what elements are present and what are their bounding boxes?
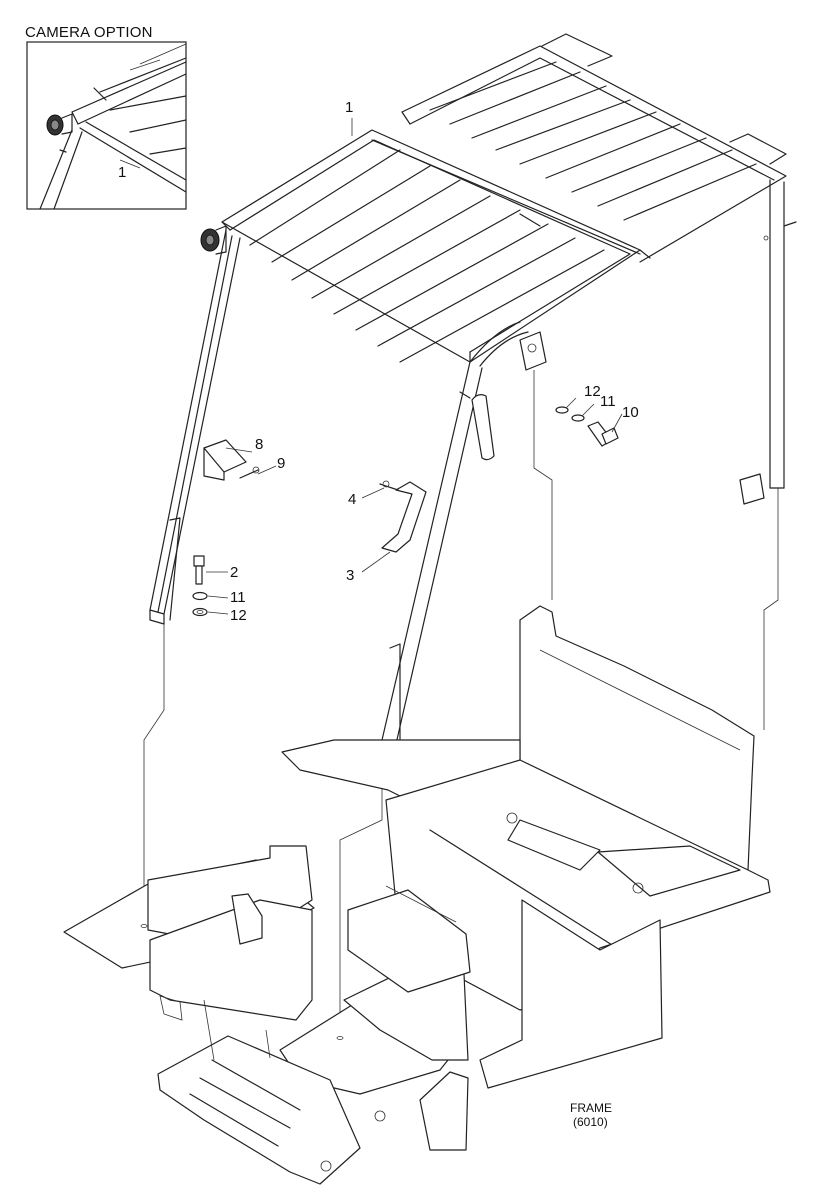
mount-bracket-right (519, 331, 547, 371)
callout-11-left: 11 (230, 589, 246, 606)
callout-10: 10 (622, 404, 639, 421)
washer-part-11-left (192, 591, 208, 601)
washer-part-11-right (571, 414, 585, 422)
overhead-guard-roof (221, 33, 787, 363)
left-front-post (149, 229, 241, 625)
inset-title: CAMERA OPTION (25, 24, 153, 41)
bracket-part-8 (203, 439, 247, 481)
washer-part-12-right (555, 406, 569, 414)
inset-overhead-guard-detail (39, 43, 187, 210)
reference-frame-code: (6010) (573, 1115, 608, 1129)
camera-option-inset: CAMERA OPTION 1 (25, 24, 187, 210)
callout-3: 3 (346, 567, 354, 584)
washer-part-12-left (192, 607, 208, 617)
callout-9: 9 (277, 455, 285, 472)
inset-callout-1: 1 (118, 164, 126, 181)
callout-11-right: 11 (600, 393, 616, 410)
callout-leaders (206, 118, 623, 615)
reference-frame-label: FRAME (570, 1101, 612, 1115)
rear-hook (739, 473, 765, 505)
inset-camera-icon (46, 113, 73, 136)
camera-unit (200, 225, 227, 255)
main-frame (63, 605, 771, 1185)
right-rear-post (763, 179, 797, 489)
bolt-part-10 (587, 421, 619, 447)
callout-8: 8 (255, 436, 263, 453)
callout-1: 1 (345, 99, 353, 116)
inset-leader (119, 159, 141, 169)
callout-2: 2 (230, 564, 238, 581)
callout-4: 4 (348, 491, 356, 508)
callout-12-left: 12 (230, 607, 247, 624)
bolt-part-2 (193, 555, 205, 585)
screw-part-9 (239, 466, 260, 479)
grab-handle-part-3 (381, 481, 427, 553)
callout-12-right: 12 (584, 383, 601, 400)
screw-part-4 (379, 480, 399, 491)
mirror-part (459, 391, 495, 461)
